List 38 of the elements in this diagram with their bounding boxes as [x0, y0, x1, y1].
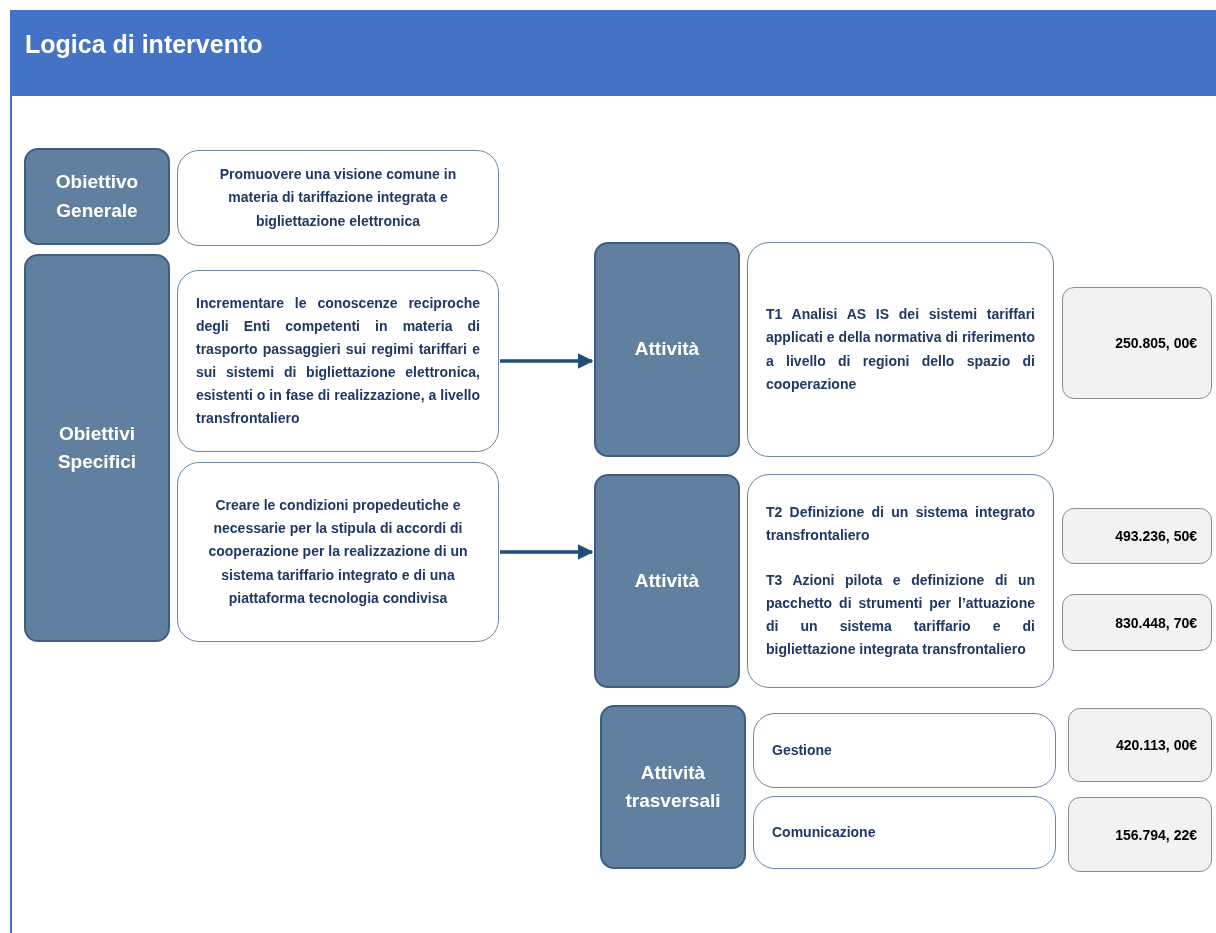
- description-box: [747, 242, 1054, 457]
- box-text: Gestione: [772, 740, 833, 760]
- box-text: Obiettivi Specifici: [56, 421, 138, 474]
- box-text: Attività: [633, 568, 701, 593]
- category-box: [24, 148, 170, 245]
- description-box: [747, 474, 1054, 688]
- box-text: 830.448, 70€: [1114, 614, 1197, 631]
- amount-box: [1062, 508, 1212, 564]
- amount-box: [1068, 708, 1212, 782]
- arrow: [500, 353, 594, 369]
- box-text: 156.794, 22€: [1114, 826, 1197, 843]
- description-box: [177, 462, 499, 642]
- description-box: [177, 150, 499, 246]
- category-box: [594, 474, 740, 688]
- box-text: 493.236, 50€: [1114, 528, 1197, 544]
- description-box: [753, 713, 1056, 788]
- box-text: T3 Azioni pilota e definizione di un pacchetto di strumenti per l’attuazione di un sistema tariffario e di bigliettazione integrata transfrontaliero: [766, 570, 1035, 660]
- box-text: T1 Analisi AS IS dei sistemi tariffari applicati e della normativa di riferimento a livello di regioni dello spazio di cooperazione: [766, 305, 1035, 394]
- box-text: 250.805, 00€: [1114, 335, 1197, 351]
- box-text: Creare le condizioni propedeutiche e necessarie per la stipula di accordi di cooperazione per la realizzazione di un sistema tariffario integrato e di una piattaforma tecnologia condivisa: [207, 496, 469, 608]
- box-text: Promuovere una visione comune in materia di tariffazione integrata e bigliettazione elettronica: [218, 165, 458, 231]
- box-text: T2 Definizione di un sistema integrato transfrontaliero: [766, 502, 1035, 545]
- box-text: Comunicazione: [772, 822, 877, 842]
- box-text: Attività trasversali: [624, 760, 722, 813]
- category-box: [594, 242, 740, 457]
- description-box: [177, 270, 499, 452]
- box-text: Attività: [633, 337, 701, 362]
- box-text: Incrementare le conoscenze reciproche degli Enti competenti in materia di trasporto passaggieri sui regimi tariffari e sui sistemi di bigliettazione elettronica, esistenti o in fase di realizzazione, a livello transfrontaliero: [196, 293, 480, 429]
- description-box: [753, 796, 1056, 869]
- category-box: [600, 705, 746, 869]
- box-text: 420.113, 00€: [1115, 737, 1197, 753]
- amount-box: [1062, 594, 1212, 651]
- amount-box: [1068, 797, 1212, 872]
- category-box: [24, 254, 170, 642]
- arrow: [500, 544, 594, 560]
- amount-box: [1062, 287, 1212, 399]
- box-text: Obiettivo Generale: [54, 170, 140, 223]
- title: Logica di intervento: [25, 30, 263, 59]
